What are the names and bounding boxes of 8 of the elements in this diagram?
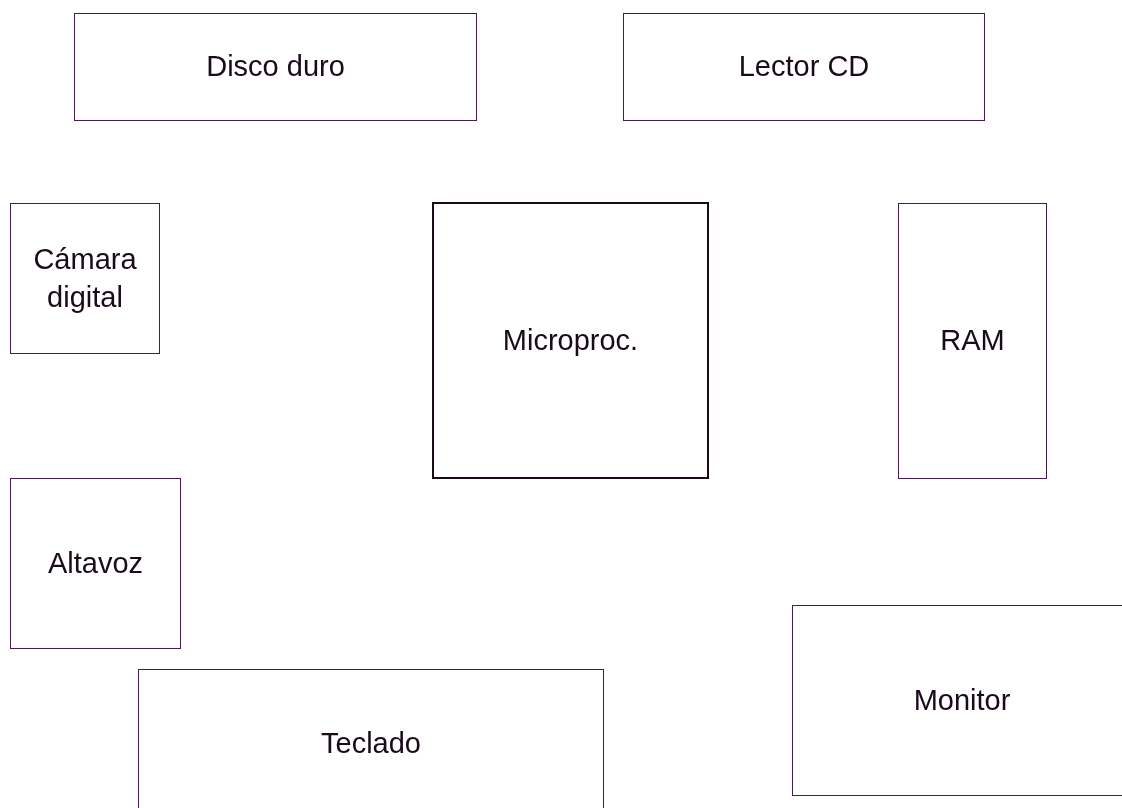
component-box: Monitor (792, 605, 1122, 796)
component-box: Cámara digital (10, 203, 160, 354)
component-box: Teclado (138, 669, 604, 808)
component-box: RAM (898, 203, 1047, 479)
component-box: Lector CD (623, 13, 985, 121)
component-box: Altavoz (10, 478, 181, 649)
processor-box: Microproc. (432, 202, 709, 479)
component-box: Disco duro (74, 13, 477, 121)
